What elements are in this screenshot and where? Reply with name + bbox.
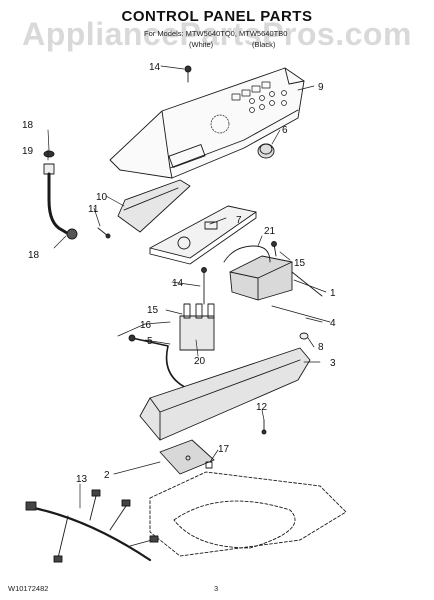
screw-15-right <box>271 241 277 257</box>
variant-black: (Black) <box>252 40 276 49</box>
variant-white: (White) <box>189 40 214 49</box>
for-models-line: For Models: MTW5640TQ0, MTW5640TB0 <box>144 29 288 38</box>
callout-label: 10 <box>96 192 108 203</box>
callout-label: 3 <box>330 358 336 369</box>
cable-assembly <box>128 334 197 393</box>
callout-label: 4 <box>330 318 336 329</box>
page-number: 3 <box>214 584 219 593</box>
top-cover <box>149 471 347 557</box>
bracket <box>117 179 191 233</box>
timer-module <box>229 255 323 301</box>
screw-11 <box>97 227 111 239</box>
grommet <box>299 332 309 340</box>
console-housing <box>109 67 305 179</box>
callout-label: 9 <box>318 82 324 93</box>
callout-label: 6 <box>282 125 288 136</box>
callout-label: 7 <box>236 215 242 226</box>
callout-label: 18 <box>22 120 34 131</box>
doc-number: W10172482 <box>8 584 49 593</box>
screw-12 <box>261 419 267 435</box>
callout-label: 8 <box>318 342 324 353</box>
callout-label: 19 <box>22 146 34 157</box>
callout-label: 18 <box>28 250 40 261</box>
wire-harness-21 <box>223 245 271 263</box>
callout-label: 13 <box>76 474 88 485</box>
callout-label: 12 <box>256 402 268 413</box>
wire-harness-13 <box>25 489 159 563</box>
console-base <box>139 347 311 441</box>
callout-label: 15 <box>147 305 159 316</box>
callout-label: 21 <box>264 226 276 237</box>
callout-label: 16 <box>140 320 152 331</box>
mounting-plate <box>159 439 215 475</box>
control-board <box>149 205 257 265</box>
callout-label: 11 <box>88 204 99 215</box>
wire-rod <box>271 305 331 323</box>
callout-label: 2 <box>104 470 110 481</box>
callout-label: 17 <box>218 444 230 455</box>
callout-label: 15 <box>294 258 306 269</box>
callout-label: 1 <box>330 288 336 299</box>
callouts: 14 9 6 18 19 10 11 7 21 15 1 18 14 15 16… <box>22 62 336 485</box>
knob <box>257 143 275 159</box>
callout-label: 5 <box>147 336 153 347</box>
screw-top <box>184 65 192 83</box>
callout-label: 20 <box>194 356 206 367</box>
callout-label: 14 <box>172 278 184 289</box>
callout-label: 14 <box>149 62 161 73</box>
hose-assembly <box>43 150 78 240</box>
leader-lines <box>47 65 327 509</box>
clip <box>205 461 213 469</box>
switch-assembly <box>179 267 215 351</box>
page-title: CONTROL PANEL PARTS <box>121 8 313 25</box>
